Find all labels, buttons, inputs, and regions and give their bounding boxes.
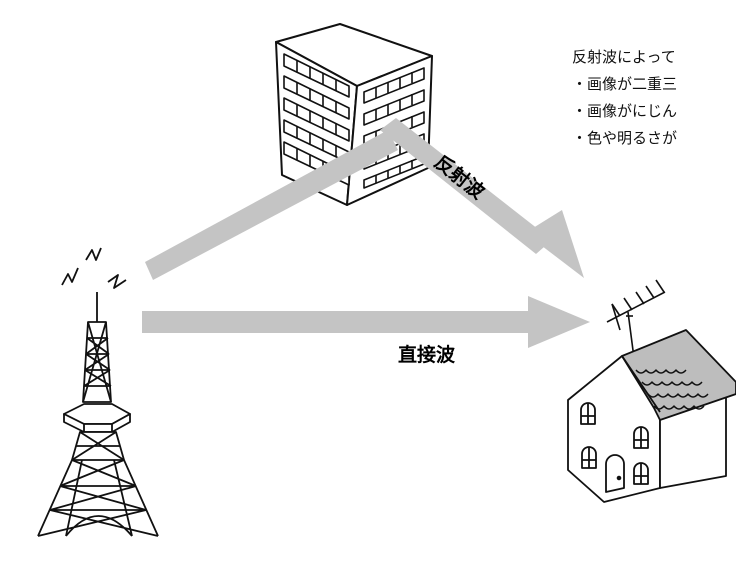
direct-wave-label: 直接波	[398, 344, 456, 366]
note-line: ・色や明るさが	[572, 129, 678, 147]
reflected-wave-arrow	[380, 118, 584, 278]
tv-antenna-icon	[606, 279, 666, 359]
reflection-effects-note: 反射波によって ・画像が二重三 ・画像がにじん ・色や明るさが	[572, 44, 677, 152]
direct-wave-arrow	[142, 296, 590, 348]
reflected-wave-segment-up	[145, 130, 398, 280]
house-icon	[567, 329, 736, 503]
office-building-icon	[275, 23, 433, 206]
broadcast-tower-icon	[37, 247, 159, 537]
note-line: ・画像が二重三	[572, 75, 678, 93]
note-line: 反射波によって	[572, 48, 676, 66]
note-line: ・画像がにじん	[572, 102, 678, 120]
